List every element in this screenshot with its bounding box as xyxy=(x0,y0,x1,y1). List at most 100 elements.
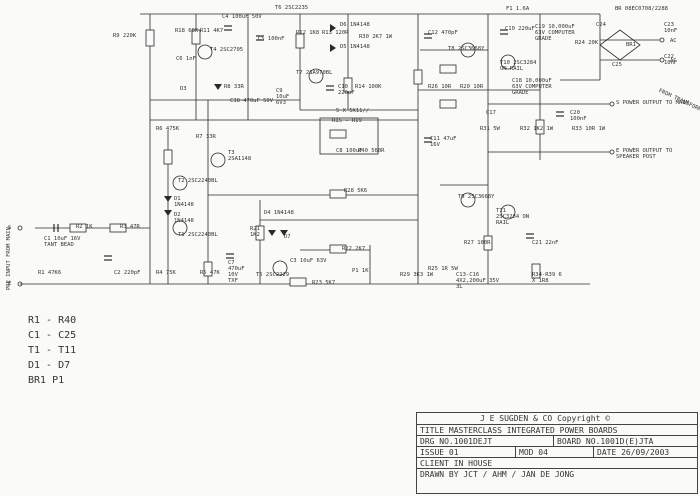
label-r28: R28 5K6 xyxy=(344,188,368,194)
label-r40: R40 560R xyxy=(358,148,385,154)
label-c8: C8 100uF xyxy=(336,148,363,154)
label-c17: C17 xyxy=(486,110,496,116)
label-t11: T11 2SC3284 ON RAIL xyxy=(496,208,530,226)
label-c22: C22 10nF xyxy=(664,54,678,66)
label-t7: T7 2SA970BL xyxy=(296,70,333,76)
client: CLIENT IN HOUSE xyxy=(420,459,493,468)
label-r32: R32 1K2 1W xyxy=(520,126,554,132)
label-r13: R13 120R xyxy=(322,30,349,36)
label-c13: C13-C16 4X2,200uF 35V 3L xyxy=(456,272,500,290)
label-r4: R4 75K xyxy=(156,270,176,276)
label-c20: C20 100nF xyxy=(570,110,587,122)
label-c1: C1 10uF 16V TANT BEAD xyxy=(44,236,81,248)
label-c25: C25 xyxy=(612,62,622,68)
label-r6: R6 475K xyxy=(156,126,180,132)
label-d3: D3 xyxy=(180,86,187,92)
label-c9: C9 10uF 6V3 xyxy=(276,88,290,106)
label-t5: T5 2SC2229 xyxy=(256,272,290,278)
input-label: PRE INPUT FROM MAIN xyxy=(6,227,12,290)
label-c10b: C10 220uF xyxy=(338,84,355,96)
board-number: BOARD NO.1001D(E)JTA xyxy=(553,436,653,447)
label-r34: R34-R39 6 X 1R8 xyxy=(532,272,562,284)
label-c12: C12 470pF xyxy=(428,30,458,36)
label-r23: R23 5K7 xyxy=(312,280,336,286)
label-c7: C7 470uF 10V TXF xyxy=(228,260,245,284)
label-t4: T4 2SC2705 xyxy=(210,47,244,53)
parts-diodes: D1 - D7 xyxy=(28,360,71,371)
label-br1: BR1 xyxy=(626,42,636,48)
input-terminal-s: S xyxy=(8,225,12,231)
label-r27: R27 100R xyxy=(464,240,491,246)
label-r26: R26 10R xyxy=(428,84,452,90)
label-r20: R20 10R xyxy=(460,84,484,90)
label-c24: C24 xyxy=(596,22,606,28)
label-r22: R22 2K7 xyxy=(342,246,366,252)
label-r3: R3 47R xyxy=(120,224,140,230)
label-r21: R21 1K2 xyxy=(250,226,260,238)
label-c18: C18 10,000uF 63V COMPUTER GRADE xyxy=(512,78,552,96)
label-d5: D5 1N4148 xyxy=(340,44,370,50)
label-c10: C10 220uF xyxy=(505,26,535,32)
issue-number: ISSUE 01 xyxy=(420,448,459,457)
label-br: BR 08EC0708/2288 xyxy=(615,6,668,12)
label-f1: F1 1.6A xyxy=(506,6,530,12)
label-c11: C11 47uF 16V xyxy=(430,136,457,148)
output-main-label: S POWER OUTPUT TO MAIN xyxy=(616,100,689,106)
label-c6: C6 1nF xyxy=(176,56,196,62)
label-c4: C4 100uF 50V xyxy=(222,14,262,20)
label-c19: C19 10,000uF 63V COMPUTER GRADE xyxy=(535,24,575,42)
parts-transistors: T1 - T11 xyxy=(28,345,77,356)
label-r12: R12 1K8 xyxy=(296,30,320,36)
label-d7: D7 xyxy=(284,234,291,240)
drawing-date: DATE 26/09/2003 xyxy=(593,447,669,458)
drawing-title: TITLE MASTERCLASS INTEGRATED POWER BOARD… xyxy=(420,426,618,435)
label-r18: R18 68K xyxy=(175,28,199,34)
label-p1: P1 1K xyxy=(352,268,369,274)
label-r11: R11 4K7 xyxy=(200,28,224,34)
output-speaker-label: E POWER OUTPUT TO SPEAKER POST xyxy=(616,148,673,160)
label-t2: T2 2SC2240BL xyxy=(178,178,218,184)
label-r7: R7 33R xyxy=(196,134,216,140)
label-t10: T10 2SC3284 ON RAIL xyxy=(500,60,537,72)
label-d2: D2 1N4148 xyxy=(174,212,194,224)
label-r31: R31 5W xyxy=(480,126,500,132)
label-c21: C21 22nF xyxy=(532,240,559,246)
label-r14: R14 100K xyxy=(355,84,382,90)
label-r15: R15 - R19 xyxy=(332,118,362,124)
label-t6: T6 2SC2235 xyxy=(275,5,309,11)
label-d6: D6 1N4148 xyxy=(340,22,370,28)
label-r2: R2 1K xyxy=(76,224,93,230)
parts-summary: R1 - R40 C1 - C25 T1 - T11 D1 - D7 BR1 P… xyxy=(28,313,76,388)
drawing-number: DRG NO.1001DEJT xyxy=(420,437,493,446)
parts-resistors: R1 - R40 xyxy=(28,315,77,326)
label-r5: R5 47K xyxy=(200,270,220,276)
label-t3: T3 2SA1148 xyxy=(228,150,252,162)
label-c5: C5 100nF xyxy=(258,36,285,42)
label-c23: C23 10nF xyxy=(664,22,678,34)
label-c3: C3 10uF 63V xyxy=(290,258,327,264)
label-r9: R9 220K xyxy=(113,33,137,39)
input-terminal-e: E xyxy=(8,281,12,287)
parts-capacitors: C1 - C25 xyxy=(28,330,77,341)
copyright: J E SUGDEN & CO Copyright © xyxy=(480,414,611,423)
label-r33: R33 10R 1W xyxy=(572,126,606,132)
parts-bridge-pot: BR1 P1 xyxy=(28,375,65,386)
ac-terminal-top: AC xyxy=(670,38,677,44)
label-r1: R1 47K6 xyxy=(38,270,62,276)
title-block: J E SUGDEN & CO Copyright © TITLE MASTER… xyxy=(416,412,698,494)
label-t1: T1 2SC2240BL xyxy=(178,232,218,238)
drawn-by: DRAWN BY JCT / AHM / JAN DE JONG xyxy=(420,470,575,479)
label-r30: R30 2K7 1W xyxy=(359,34,393,40)
label-d4: D4 1N4148 xyxy=(264,210,294,216)
label-r24: R24 20K xyxy=(575,40,599,46)
mod-number: MOD 04 xyxy=(515,447,548,458)
label-c38: C38 470uF 50V xyxy=(230,98,274,104)
label-c2: C2 220pF xyxy=(114,270,141,276)
label-d1: D1 1N4148 xyxy=(174,196,194,208)
ac-terminal-bottom: AC xyxy=(670,58,677,64)
label-t9: T9 2SC3668Y xyxy=(458,194,495,200)
label-r25: R25 1R 5W xyxy=(428,266,458,272)
label-rx: 5 X 5K11// xyxy=(336,108,370,114)
label-r29: R29 3K3 1W xyxy=(400,272,434,278)
